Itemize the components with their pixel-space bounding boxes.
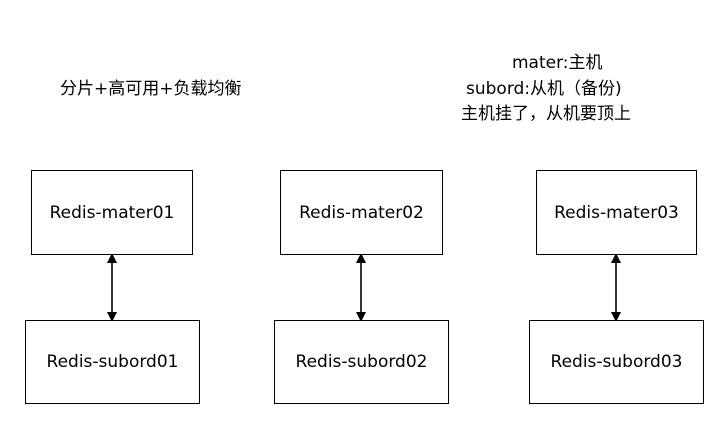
legend-master-note: mater:主机 <box>512 53 603 73</box>
failover-note: 主机挂了，从机要顶上 <box>461 104 631 124</box>
master-box-3: Redis-mater03 <box>536 170 697 255</box>
slave-box-3: Redis-subord03 <box>529 320 704 404</box>
slave-box-2: Redis-subord02 <box>274 320 449 404</box>
slave-box-1: Redis-subord01 <box>25 320 200 404</box>
master-box-2: Redis-mater02 <box>280 170 443 255</box>
legend-slave-note: subord:从机（备份) <box>466 79 622 99</box>
sharding-note: 分片+高可用+负载均衡 <box>60 79 242 99</box>
master-box-1: Redis-mater01 <box>31 170 193 255</box>
